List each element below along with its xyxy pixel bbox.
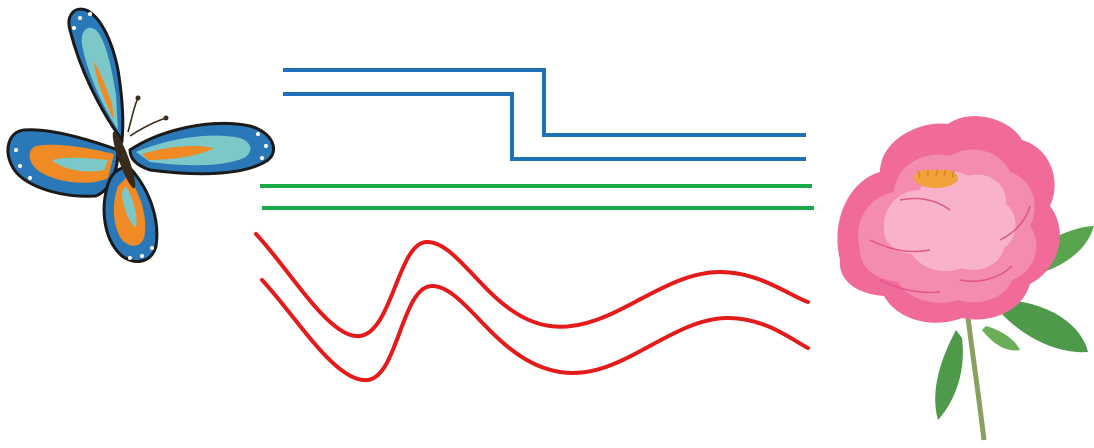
red-path	[254, 232, 810, 383]
green-path	[260, 184, 814, 210]
blue-path	[283, 68, 806, 161]
peony-flower-icon	[837, 116, 1094, 441]
butterfly-icon	[6, 7, 275, 263]
